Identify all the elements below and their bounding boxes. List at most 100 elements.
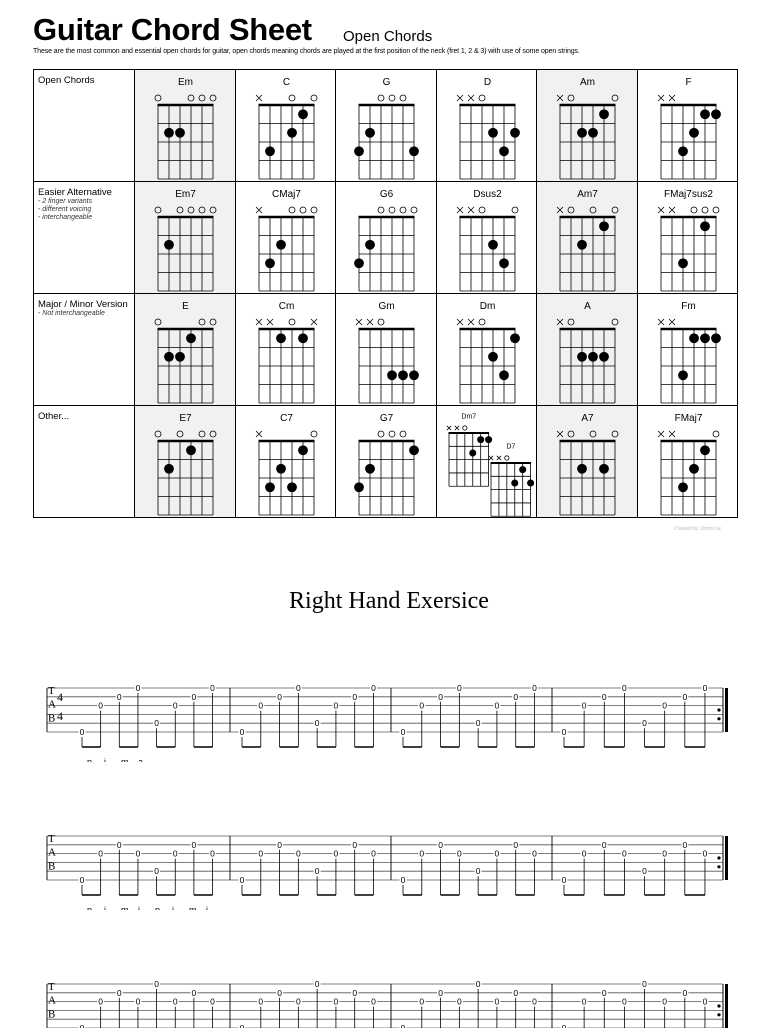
tab-note: 0: [455, 683, 463, 747]
page-title: Guitar Chord Sheet: [33, 12, 312, 47]
svg-text:0: 0: [513, 840, 518, 850]
svg-text:0: 0: [438, 840, 443, 850]
tab-note: 0: [115, 988, 123, 1028]
tab-note: 0: [351, 692, 359, 747]
chord-cell-em: Em: [135, 70, 236, 182]
svg-text:0: 0: [582, 849, 587, 859]
open-string-marker: [198, 94, 206, 102]
svg-text:0: 0: [703, 849, 708, 859]
svg-text:0: 0: [513, 988, 518, 998]
open-string-marker: [187, 206, 195, 214]
chord-name: G6: [380, 189, 394, 200]
finger-dot: [677, 258, 688, 269]
finger-dot: [286, 482, 297, 493]
open-string-marker: [154, 430, 162, 438]
tab-note: 0: [474, 866, 482, 895]
svg-text:0: 0: [602, 692, 607, 702]
chord-diagram-dsus2: Dsus2: [456, 189, 518, 292]
chord-cell-g6: G6: [336, 182, 437, 294]
svg-text:0: 0: [582, 701, 587, 711]
finger-dot: [498, 258, 509, 269]
chord-name: D7: [506, 444, 515, 451]
finger-dot: [365, 239, 375, 250]
svg-text:0: 0: [371, 683, 376, 693]
chord-name: E: [182, 301, 189, 312]
chord-diagram-a7: A7: [556, 413, 619, 516]
tab-note: 0: [313, 979, 321, 1028]
finger-dot: [498, 146, 509, 157]
tab-note: 0: [493, 701, 501, 747]
chord-cell-a: A: [537, 294, 638, 406]
open-string-marker: [567, 206, 575, 214]
chord-diagram-cmaj7: CMaj7: [255, 189, 317, 292]
tab-note: 0: [437, 692, 445, 747]
open-string-marker: [154, 318, 162, 326]
chord-diagram-em7: Em7: [154, 189, 217, 292]
tab-note: 0: [530, 849, 538, 895]
open-string-marker: [611, 318, 619, 326]
chord-cell-e7: E7: [135, 406, 236, 518]
tab-clef-letter: B: [48, 860, 55, 872]
finger-dot: [164, 351, 174, 362]
svg-text:0: 0: [438, 988, 443, 998]
open-string-marker: [288, 94, 295, 102]
tab-note: 0: [530, 997, 538, 1028]
finger-dot: [509, 127, 520, 138]
tab-note: 0: [681, 988, 689, 1028]
finger-dot: [264, 258, 275, 269]
svg-text:0: 0: [210, 683, 215, 693]
finger-dot: [710, 109, 721, 120]
tab-note: 0: [580, 997, 588, 1028]
open-string-marker: [461, 425, 467, 431]
svg-text:0: 0: [258, 849, 263, 859]
intro-text: These are the most common and essential …: [33, 48, 580, 55]
tab-note: 0: [600, 692, 608, 747]
svg-text:0: 0: [80, 875, 85, 885]
finger-dot: [264, 482, 275, 493]
open-string-marker: [198, 318, 206, 326]
open-string-marker: [288, 318, 295, 326]
chord-cell-cm: Cm: [235, 294, 336, 406]
open-string-marker: [399, 94, 407, 102]
chord-diagram-dm7: Dm7: [446, 414, 492, 487]
row-title: Other...: [38, 411, 70, 422]
svg-text:0: 0: [401, 727, 406, 737]
fretboard: [358, 327, 415, 404]
fretboard: [358, 215, 415, 292]
finger-dot: [588, 127, 598, 138]
svg-text:0: 0: [192, 840, 197, 850]
chord-name: CMaj7: [272, 189, 301, 200]
chord-name: Am: [580, 77, 595, 88]
fingering-label: m: [189, 905, 197, 910]
svg-text:0: 0: [192, 988, 197, 998]
chord-cell-am7: Am7: [537, 182, 638, 294]
muted-string-marker: [556, 206, 564, 214]
svg-text:0: 0: [662, 849, 667, 859]
tab-note: 0: [153, 866, 161, 895]
tab-note: 0: [257, 997, 265, 1028]
svg-text:0: 0: [419, 701, 424, 711]
fingering-label: i: [172, 905, 174, 910]
svg-text:0: 0: [371, 997, 376, 1007]
fingering-label: p: [155, 905, 160, 910]
finger-dot: [164, 127, 174, 138]
tab-note: 0: [209, 683, 217, 747]
open-string-marker: [198, 430, 206, 438]
svg-text:0: 0: [352, 692, 357, 702]
open-string-marker: [388, 94, 396, 102]
finger-dot: [509, 333, 520, 344]
open-string-marker: [176, 206, 184, 214]
muted-string-marker: [453, 425, 459, 431]
finger-dot: [186, 445, 196, 456]
chord-name: F: [685, 77, 691, 88]
final-barline: [725, 836, 728, 880]
svg-text:0: 0: [703, 997, 708, 1007]
finger-dot: [599, 351, 609, 362]
svg-text:0: 0: [622, 997, 627, 1007]
fretboard: [459, 215, 515, 292]
chord-diagram-e: E: [154, 301, 217, 404]
open-string-marker: [712, 206, 719, 214]
open-string-marker: [478, 318, 485, 326]
open-string-marker: [589, 206, 597, 214]
fingering-label: p: [87, 905, 92, 910]
